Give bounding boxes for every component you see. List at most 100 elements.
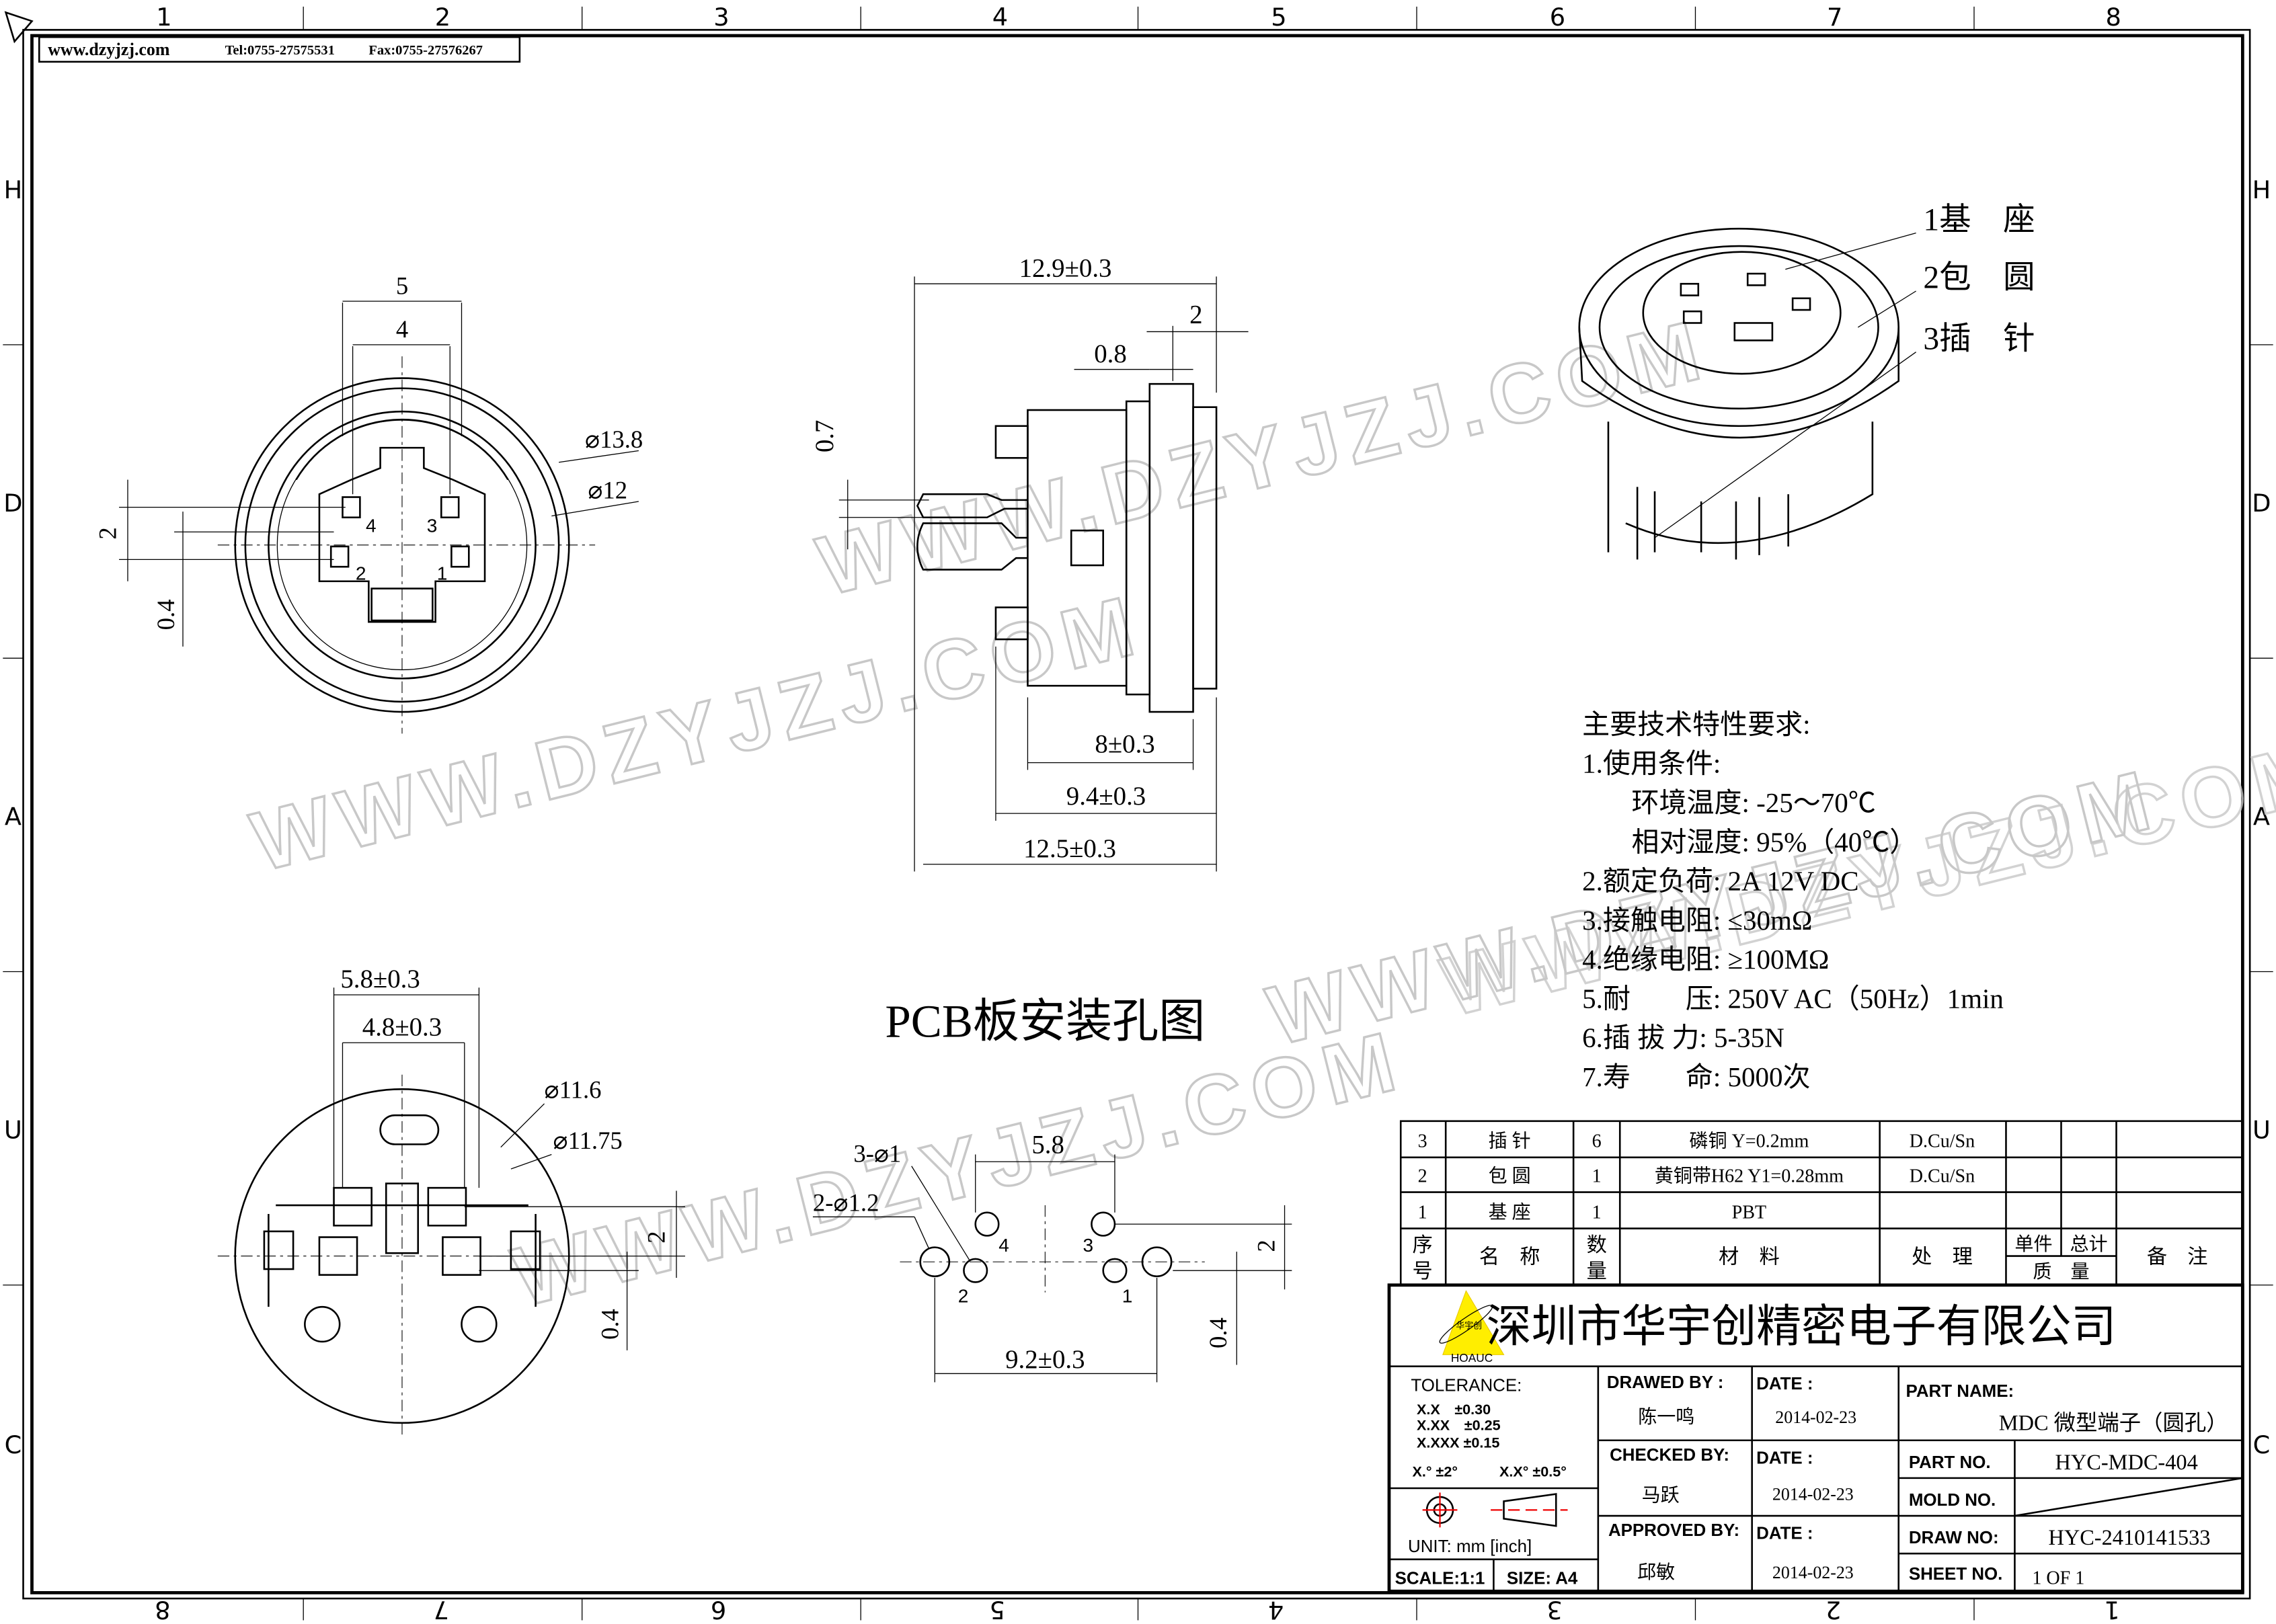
header-no: 序 (1413, 1233, 1433, 1256)
pin-label: 1 (1122, 1286, 1133, 1307)
dim-5-8: 5.8±0.3 (340, 965, 420, 993)
dim-4-8: 4.8±0.3 (362, 1012, 442, 1041)
logo-text: 华宇创 (1456, 1321, 1482, 1331)
bom-row: 3 插 针 6 磷铜 Y=0.2mm D.Cu/Sn (1418, 1131, 1975, 1152)
draw-no: HYC-2410141533 (2048, 1526, 2210, 1550)
bom-name: 包 圆 (1489, 1165, 1531, 1186)
date-label: DATE : (1756, 1375, 1813, 1393)
header-mass: 质 量 (2033, 1261, 2089, 1283)
zone-bottom-5: 5 (989, 1595, 1005, 1624)
pcb-hole-layout: PCB板安装孔图 5.8 3-⌀1 2-⌀1.2 2 0.4 9.2±0.3 4… (812, 996, 1292, 1383)
spec-line: 3.接触电阻: ≤30mΩ (1582, 905, 1812, 936)
bom-row: 2 包 圆 1 黄铜带H62 Y1=0.28mm D.Cu/Sn (1418, 1165, 1975, 1186)
date-label: DATE : (1756, 1449, 1813, 1467)
draw-no-label: DRAW NO: (1909, 1529, 1999, 1547)
header-unit: 单件 (2014, 1233, 2052, 1255)
projection-symbol-icon (1422, 1492, 1568, 1528)
front-view: 5 4 ⌀13.8 ⌀12 2 0.4 4 3 2 1 (94, 272, 643, 734)
side-view: 12.9±0.3 2 0.8 0.7 8±0.3 9.4±0.3 12.5±0.… (810, 253, 1249, 872)
bom-no: 2 (1418, 1166, 1427, 1186)
tolerance-label: TOLERANCE: (1411, 1376, 1522, 1395)
spec-line: 4.绝缘电阻: ≥100MΩ (1582, 944, 1829, 975)
zone-top-3: 3 (713, 3, 729, 32)
specs-title: 主要技术特性要求: (1582, 708, 1810, 739)
bom-treatment: D.Cu/Sn (1910, 1131, 1975, 1152)
angle-tolerance: X.X° ±0.5° (1499, 1463, 1567, 1480)
spec-line: 6.插 拔 力: 5-35N (1582, 1022, 1784, 1053)
part-name-label: PART NAME: (1906, 1382, 2014, 1401)
header-box: www.dzyjzj.com Tel:0755-27575531 Fax:075… (38, 36, 521, 63)
bom-qty: 6 (1592, 1131, 1602, 1152)
part-no: HYC-MDC-404 (2055, 1451, 2198, 1475)
bom-name: 插 针 (1489, 1131, 1531, 1152)
hole-3-dia-1: 3-⌀1 (853, 1139, 901, 1167)
callout-base: 1基 座 (1923, 202, 2035, 237)
company-name: 深圳市华宇创精密电子有限公司 (1487, 1301, 2117, 1352)
zone-top-6: 6 (1550, 3, 1565, 32)
dim-12-9: 12.9±0.3 (1019, 253, 1112, 282)
dim-0-8: 0.8 (1094, 339, 1127, 368)
zone-left-h: H (4, 175, 23, 204)
sheet-no: 1 OF 1 (2032, 1568, 2084, 1588)
dim-0-4: 0.4 (596, 1309, 624, 1340)
zone-right-a: A (2253, 802, 2270, 831)
size: SIZE: A4 (1507, 1569, 1578, 1588)
zone-bottom-1: 1 (2104, 1595, 2119, 1624)
isometric-view: 1基 座 2包 圆 3插 针 (1578, 202, 2035, 560)
pin-label: 1 (437, 563, 448, 584)
zone-bottom-6: 6 (711, 1595, 726, 1624)
bom-material: 磷铜 Y=0.2mm (1689, 1131, 1809, 1152)
bom-no: 1 (1418, 1202, 1427, 1223)
spec-line: 7.寿 命: 5000次 (1582, 1061, 1810, 1092)
bom-no: 3 (1418, 1131, 1427, 1152)
angle-tolerance: X.° ±2° (1413, 1463, 1458, 1480)
zone-right-h: H (2252, 175, 2271, 204)
drawn-by-label: DRAWED BY : (1607, 1373, 1724, 1392)
bom-qty: 1 (1592, 1166, 1602, 1186)
callout-shell: 2包 圆 (1923, 261, 2035, 296)
spec-line: 1.使用条件: (1582, 748, 1721, 779)
dim-5: 5 (396, 272, 408, 299)
dim-dia-13-8: ⌀13.8 (585, 425, 643, 453)
zone-top-7: 7 (1827, 3, 1842, 32)
dim-0-4: 0.4 (1204, 1317, 1232, 1348)
spec-line: 相对湿度: 95%（40℃） (1631, 826, 1917, 857)
header-qty: 量 (1587, 1260, 1607, 1283)
checked-by-label: CHECKED BY: (1610, 1446, 1729, 1465)
zone-top-1: 1 (156, 3, 171, 32)
dim-4: 4 (396, 315, 408, 343)
bom-qty: 1 (1592, 1202, 1602, 1223)
sheet-no-label: SHEET NO. (1909, 1565, 2003, 1584)
spec-line: 5.耐 压: 250V AC（50Hz）1min (1582, 983, 2004, 1014)
header-website: www.dzyjzj.com (48, 40, 170, 59)
zone-bottom-2: 2 (1826, 1595, 1841, 1624)
header-treatment: 处 理 (1912, 1245, 1973, 1268)
company-logo: 华宇创 HOAUC (1439, 1290, 1505, 1365)
zone-left-a: A (5, 802, 22, 831)
part-name: MDC 微型端子（圆孔） (1999, 1412, 2228, 1436)
zone-bottom-3: 3 (1546, 1595, 1562, 1624)
approved-by: 邱敏 (1637, 1561, 1675, 1583)
zone-right-u: U (2252, 1116, 2271, 1145)
pin-label: 3 (427, 515, 438, 536)
bom-table: 3 插 针 6 磷铜 Y=0.2mm D.Cu/Sn 2 包 圆 1 黄铜带H6… (1399, 1120, 2244, 1287)
zone-right-d: D (2252, 489, 2271, 518)
drawing-frame: 1 2 3 4 5 6 7 8 1 2 3 4 5 6 7 8 H D A U … (3, 3, 2273, 1624)
mold-no-label: MOLD NO. (1909, 1491, 1996, 1510)
bom-treatment: D.Cu/Sn (1910, 1166, 1975, 1186)
header-fax: Fax:0755-27576267 (368, 43, 483, 58)
dim-dia-11-6: ⌀11.6 (545, 1075, 602, 1103)
zone-top-4: 4 (992, 3, 1008, 32)
dim-0-7: 0.7 (810, 420, 839, 453)
tolerance-value: X.X ±0.30 (1417, 1401, 1491, 1418)
zone-bottom-8: 8 (155, 1595, 170, 1624)
zone-bottom-4: 4 (1268, 1595, 1284, 1624)
bom-material: PBT (1732, 1202, 1766, 1223)
watermark-text: WWW.DZYJZJ.COM (243, 577, 1150, 889)
date-checked: 2014-02-23 (1772, 1484, 1854, 1504)
bom-header: 序 号 名 称 数 量 材 料 处 理 单件 总计 质 量 备 注 (1413, 1233, 2208, 1283)
bom-material: 黄铜带H62 Y1=0.28mm (1655, 1165, 1844, 1186)
zone-left-d: D (3, 489, 22, 518)
bom-name: 基 座 (1489, 1201, 1531, 1223)
